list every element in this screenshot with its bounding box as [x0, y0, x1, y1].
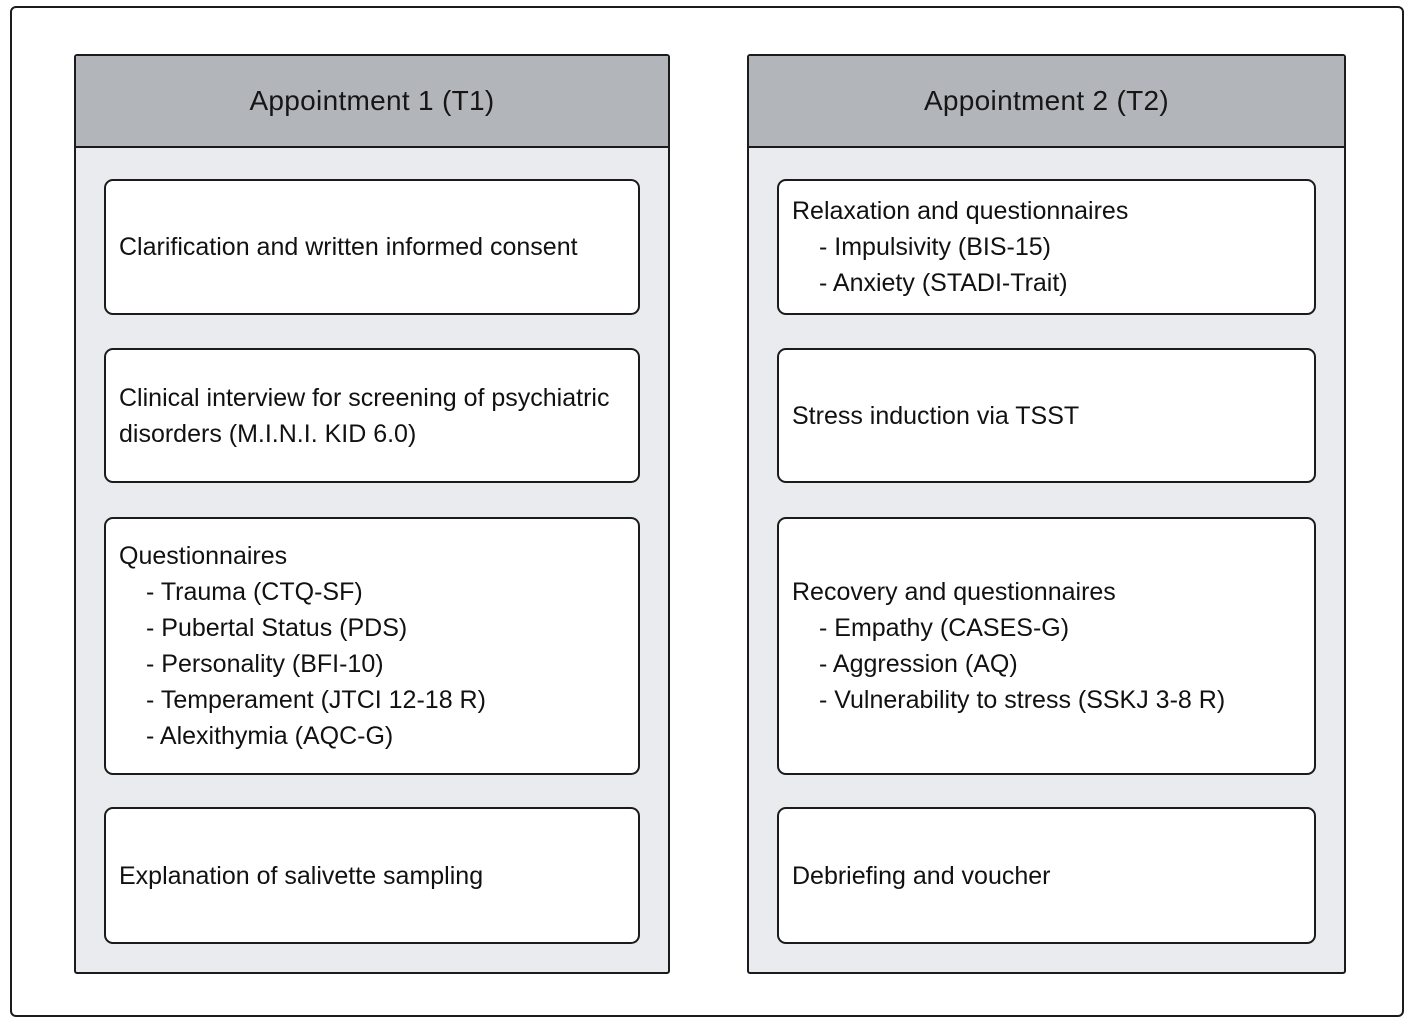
box-item: - Empathy (CASES-G)	[819, 614, 1070, 642]
appointment-column-2: Appointment 2 (T2) Relaxation and questi…	[747, 54, 1346, 974]
box-item: - Alexithymia (AQC-G)	[146, 722, 394, 750]
procedure-box: Recovery and questionnaires - Empathy (C…	[777, 517, 1316, 775]
column-boxes: Clarification and written informed conse…	[76, 148, 668, 944]
box-title: Stress induction via TSST	[792, 401, 1080, 430]
procedure-box: Debriefing and voucher	[777, 807, 1316, 944]
appointment-column-1: Appointment 1 (T1) Clarification and wri…	[74, 54, 670, 974]
box-item: - Impulsivity (BIS-15)	[819, 233, 1051, 261]
column-header-label: Appointment 1 (T1)	[249, 85, 495, 116]
box-item: - Aggression (AQ)	[819, 650, 1018, 678]
procedure-box: Relaxation and questionnaires - Impulsiv…	[777, 179, 1316, 315]
column-header: Appointment 1 (T1)	[76, 56, 668, 148]
box-item: - Vulnerability to stress (SSKJ 3-8 R)	[819, 686, 1226, 714]
box-item: - Anxiety (STADI-Trait)	[819, 269, 1068, 297]
box-title: Recovery and questionnaires	[792, 578, 1116, 606]
box-items: - Empathy (CASES-G) - Aggression (AQ) - Vu…	[779, 610, 1314, 718]
box-title: Explanation of salivette sampling	[119, 861, 484, 890]
box-item: - Personality (BFI-10)	[146, 650, 384, 678]
box-title: Debriefing and voucher	[792, 861, 1051, 890]
column-boxes: Relaxation and questionnaires - Impulsiv…	[749, 148, 1344, 944]
box-title: Questionnaires	[119, 542, 288, 570]
box-items: - Trauma (CTQ-SF) - Pubertal Status (PDS)…	[106, 574, 638, 754]
box-item: - Pubertal Status (PDS)	[146, 614, 408, 642]
box-item: - Trauma (CTQ-SF)	[146, 578, 363, 606]
column-header: Appointment 2 (T2)	[749, 56, 1344, 148]
procedure-box: Clarification and written informed conse…	[104, 179, 640, 315]
procedure-box: Stress induction via TSST	[777, 348, 1316, 483]
procedure-box: Clinical interview for screening of psyc…	[104, 348, 640, 483]
box-title: Clarification and written informed conse…	[119, 233, 578, 261]
box-title: Clinical interview for screening of psyc…	[119, 383, 610, 448]
outer-frame: Appointment 1 (T1) Clarification and wri…	[10, 6, 1404, 1017]
box-items: - Impulsivity (BIS-15) - Anxiety (STADI-T…	[779, 229, 1314, 301]
box-title: Relaxation and questionnaires	[792, 197, 1129, 225]
column-header-label: Appointment 2 (T2)	[923, 85, 1170, 116]
box-item: - Temperament (JTCI 12-18 R)	[146, 686, 486, 714]
procedure-box: Questionnaires - Trauma (CTQ-SF) - Pubert…	[104, 517, 640, 775]
procedure-box: Explanation of salivette sampling	[104, 807, 640, 944]
